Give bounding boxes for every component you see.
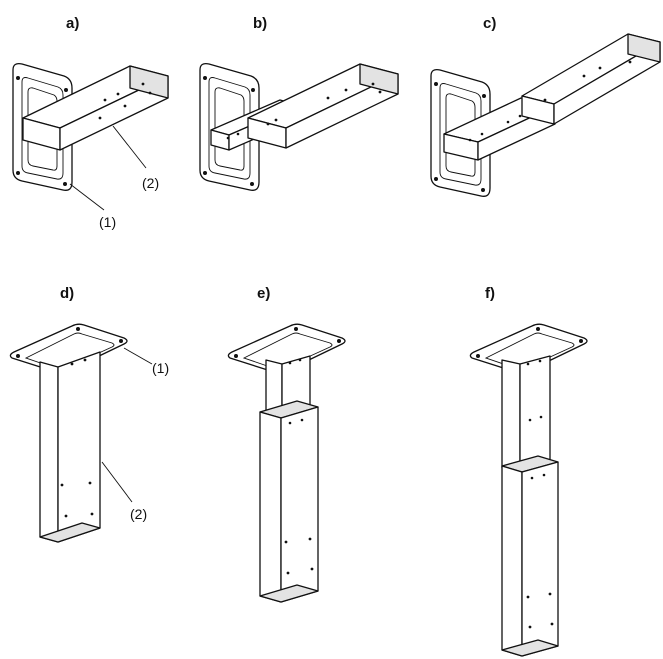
callout-a-plate: (1) xyxy=(99,214,116,230)
panel-label-d: d) xyxy=(60,285,74,302)
panel-label-a: a) xyxy=(66,15,79,32)
arm-b-outer xyxy=(247,63,399,149)
callout-a-arm: (2) xyxy=(142,175,159,191)
panel-label-c: c) xyxy=(483,15,496,32)
arm-c-outer xyxy=(521,33,661,125)
panel-a: a) (2) (1) xyxy=(12,15,169,230)
panel-label-e: e) xyxy=(257,285,270,302)
panel-c: c) xyxy=(430,15,661,197)
panel-f: f) xyxy=(469,285,588,657)
panel-e: e) xyxy=(227,285,346,603)
panel-b: b) xyxy=(199,15,399,191)
column-d xyxy=(39,351,101,543)
arm-a xyxy=(22,65,169,151)
column-f-outer xyxy=(501,455,559,657)
callout-d-column: (2) xyxy=(130,506,147,522)
panel-label-b: b) xyxy=(253,15,267,32)
panel-d: d) (1) (2) xyxy=(9,285,169,543)
column-f-inner xyxy=(501,355,551,473)
column-e-outer xyxy=(259,400,319,603)
callout-d-plate: (1) xyxy=(152,360,169,376)
panel-label-f: f) xyxy=(485,285,495,302)
